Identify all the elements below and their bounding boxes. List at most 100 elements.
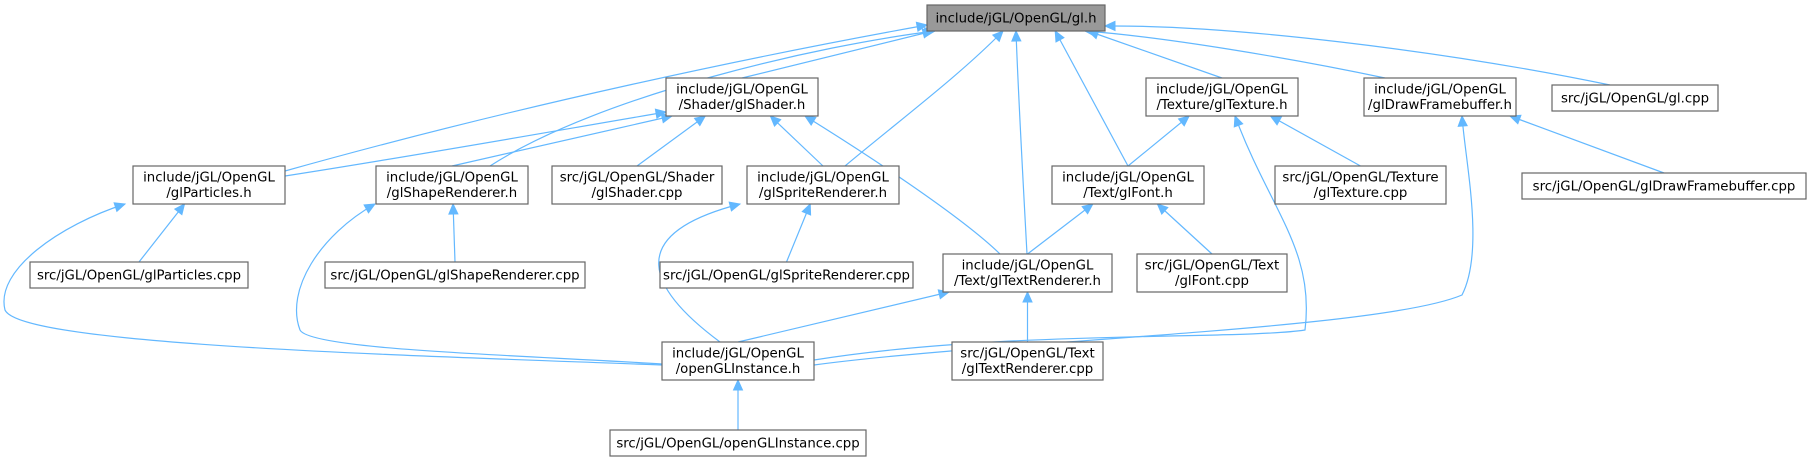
edge-glFont_h-to-glTextRenderer_h	[1027, 203, 1094, 255]
edge-gl_h-to-glTextRenderer_h	[1011, 29, 1028, 255]
node-box	[926, 4, 1106, 32]
node-label-line: include/jGL/OpenGL	[1374, 83, 1506, 98]
node-glTexture-h[interactable]: include/jGL/OpenGL/Texture/glTexture.h	[1145, 77, 1299, 117]
edge-openGLInstance_h-to-openGLInstance_cpp	[732, 378, 744, 430]
node-glTextRenderer-h[interactable]: include/jGL/OpenGL/Text/glTextRenderer.h	[942, 253, 1113, 293]
node-box	[1136, 253, 1288, 293]
node-glShapeRenderer-cpp[interactable]: src/jGL/OpenGL/glShapeRenderer.cpp	[324, 261, 586, 289]
node-label-line: /glSpriteRenderer.h	[759, 186, 887, 201]
node-box	[665, 77, 819, 117]
edge-line	[3, 203, 663, 366]
node-label-line: /Texture/glTexture.h	[1156, 98, 1287, 113]
node-label-line: /glDrawFramebuffer.h	[1368, 98, 1512, 113]
edge-arrowhead	[915, 21, 929, 33]
node-box	[609, 429, 867, 457]
node-box	[132, 165, 286, 205]
node-label-line: /glTextRenderer.cpp	[962, 362, 1093, 377]
node-box	[324, 261, 586, 289]
node-gl-h[interactable]: include/jGL/OpenGL/gl.h	[926, 4, 1106, 32]
edge-arrowhead	[693, 115, 707, 127]
edge-line	[1127, 115, 1190, 167]
edge-arrowhead	[113, 202, 127, 213]
edge-line	[295, 203, 663, 365]
edge-layer	[3, 20, 1665, 430]
node-glParticles-h[interactable]: include/jGL/OpenGL/glParticles.h	[132, 165, 286, 205]
node-label-line: src/jGL/OpenGL/Text	[960, 347, 1094, 362]
edge-line	[1054, 30, 1129, 167]
node-glTextRenderer-cpp[interactable]: src/jGL/OpenGL/Text/glTextRenderer.cpp	[951, 341, 1104, 381]
node-label-line: include/jGL/OpenGL	[672, 347, 804, 362]
node-box	[1145, 77, 1299, 117]
node-label-line: /Text/glFont.h	[1083, 186, 1173, 201]
node-box	[661, 341, 815, 381]
node-box	[29, 261, 249, 289]
edge-line	[1027, 203, 1094, 255]
edge-line	[1084, 30, 1386, 79]
edge-line	[489, 30, 936, 167]
node-glShader-cpp[interactable]: src/jGL/OpenGL/Shader/glShader.cpp	[551, 165, 723, 205]
edge-glParticles_h-to-glParticles_cpp	[138, 203, 186, 263]
edge-arrowhead	[363, 203, 377, 214]
node-label-line: include/jGL/OpenGL	[1062, 171, 1194, 186]
node-box	[1521, 172, 1807, 200]
edge-glTextRenderer_h-to-openGLInstance_h	[737, 289, 951, 343]
edge-line	[1104, 25, 1611, 86]
node-glFont-cpp[interactable]: src/jGL/OpenGL/Text/glFont.cpp	[1136, 253, 1288, 293]
edge-line	[636, 115, 706, 167]
edge-line	[1015, 30, 1028, 255]
node-box	[1274, 165, 1447, 205]
node-label-line: src/jGL/OpenGL/openGLInstance.cpp	[616, 436, 859, 451]
edge-arrowhead	[803, 115, 817, 127]
node-label-line: /Text/glTextRenderer.h	[954, 274, 1101, 289]
edge-line	[804, 115, 1001, 255]
edge-line	[813, 115, 1307, 361]
edge-line	[769, 115, 824, 167]
node-layer: include/jGL/OpenGL/gl.h include/jGL/OpenG…	[29, 4, 1807, 457]
edge-glFont_h-to-glFont_cpp	[1156, 203, 1213, 255]
edge-gl_h-to-glDrawFramebuffer_h	[1083, 26, 1386, 79]
edge-arrowhead	[1022, 290, 1033, 303]
edge-arrowhead	[991, 30, 1004, 43]
node-glDrawFramebuffer-cpp[interactable]: src/jGL/OpenGL/glDrawFramebuffer.cpp	[1521, 172, 1807, 200]
node-label-line: /glFont.cpp	[1175, 274, 1249, 289]
node-glFont-h[interactable]: include/jGL/OpenGL/Text/glFont.h	[1051, 165, 1205, 205]
node-box	[951, 341, 1104, 381]
node-openGLInstance-h[interactable]: include/jGL/OpenGL/openGLInstance.h	[661, 341, 815, 381]
edge-glShader_h-to-glTextRenderer_h	[803, 115, 1001, 255]
node-glSpriteRenderer-cpp[interactable]: src/jGL/OpenGL/glSpriteRenderer.cpp	[659, 261, 914, 289]
node-label-line: src/jGL/OpenGL/glShapeRenderer.cpp	[330, 268, 579, 283]
node-box	[551, 165, 723, 205]
edge-glShader_h-to-glSpriteRenderer_h	[769, 115, 824, 167]
edge-arrowhead	[1457, 114, 1468, 127]
edge-glShader_h-to-glShapeRenderer_h	[451, 113, 674, 167]
edge-line	[284, 24, 928, 172]
node-label-line: src/jGL/OpenGL/Text	[1145, 259, 1279, 274]
edge-arrowhead	[1081, 203, 1094, 215]
node-label-line: /Shader/glShader.h	[679, 98, 806, 113]
node-openGLInstance-cpp[interactable]: src/jGL/OpenGL/openGLInstance.cpp	[609, 429, 867, 457]
node-glDrawFramebuffer-h[interactable]: include/jGL/OpenGL/glDrawFramebuffer.h	[1363, 77, 1517, 117]
node-glTexture-cpp[interactable]: src/jGL/OpenGL/Texture/glTexture.cpp	[1274, 165, 1447, 205]
edge-glSpriteRenderer_h-to-glSpriteRenderer_cpp	[785, 202, 812, 263]
edge-glShapeRenderer_h-to-glShapeRenderer_cpp	[448, 202, 459, 263]
node-box	[659, 261, 914, 289]
node-label-line: /glTexture.cpp	[1314, 186, 1408, 201]
node-glParticles-cpp[interactable]: src/jGL/OpenGL/glParticles.cpp	[29, 261, 249, 289]
edge-line	[138, 203, 185, 263]
node-label-line: include/jGL/OpenGL	[757, 171, 889, 186]
node-gl-cpp[interactable]: src/jGL/OpenGL/gl.cpp	[1551, 84, 1719, 112]
node-label-line: include/jGL/OpenGL/gl.h	[935, 11, 1096, 26]
edge-arrowhead	[1103, 20, 1116, 32]
edge-arrowhead	[1011, 29, 1022, 42]
node-glShader-h[interactable]: include/jGL/OpenGL/Shader/glShader.h	[665, 77, 819, 117]
node-glSpriteRenderer-h[interactable]: include/jGL/OpenGL/glSpriteRenderer.h	[746, 165, 900, 205]
edge-line	[737, 291, 950, 343]
edge-line	[741, 30, 934, 79]
node-glShapeRenderer-h[interactable]: include/jGL/OpenGL/glShapeRenderer.h	[375, 165, 529, 205]
edge-line	[1087, 30, 1223, 79]
edge-line	[658, 203, 741, 343]
edge-glParticles_h-to-openGLInstance_h	[3, 202, 663, 366]
node-box	[942, 253, 1113, 293]
edge-line	[844, 30, 1004, 167]
